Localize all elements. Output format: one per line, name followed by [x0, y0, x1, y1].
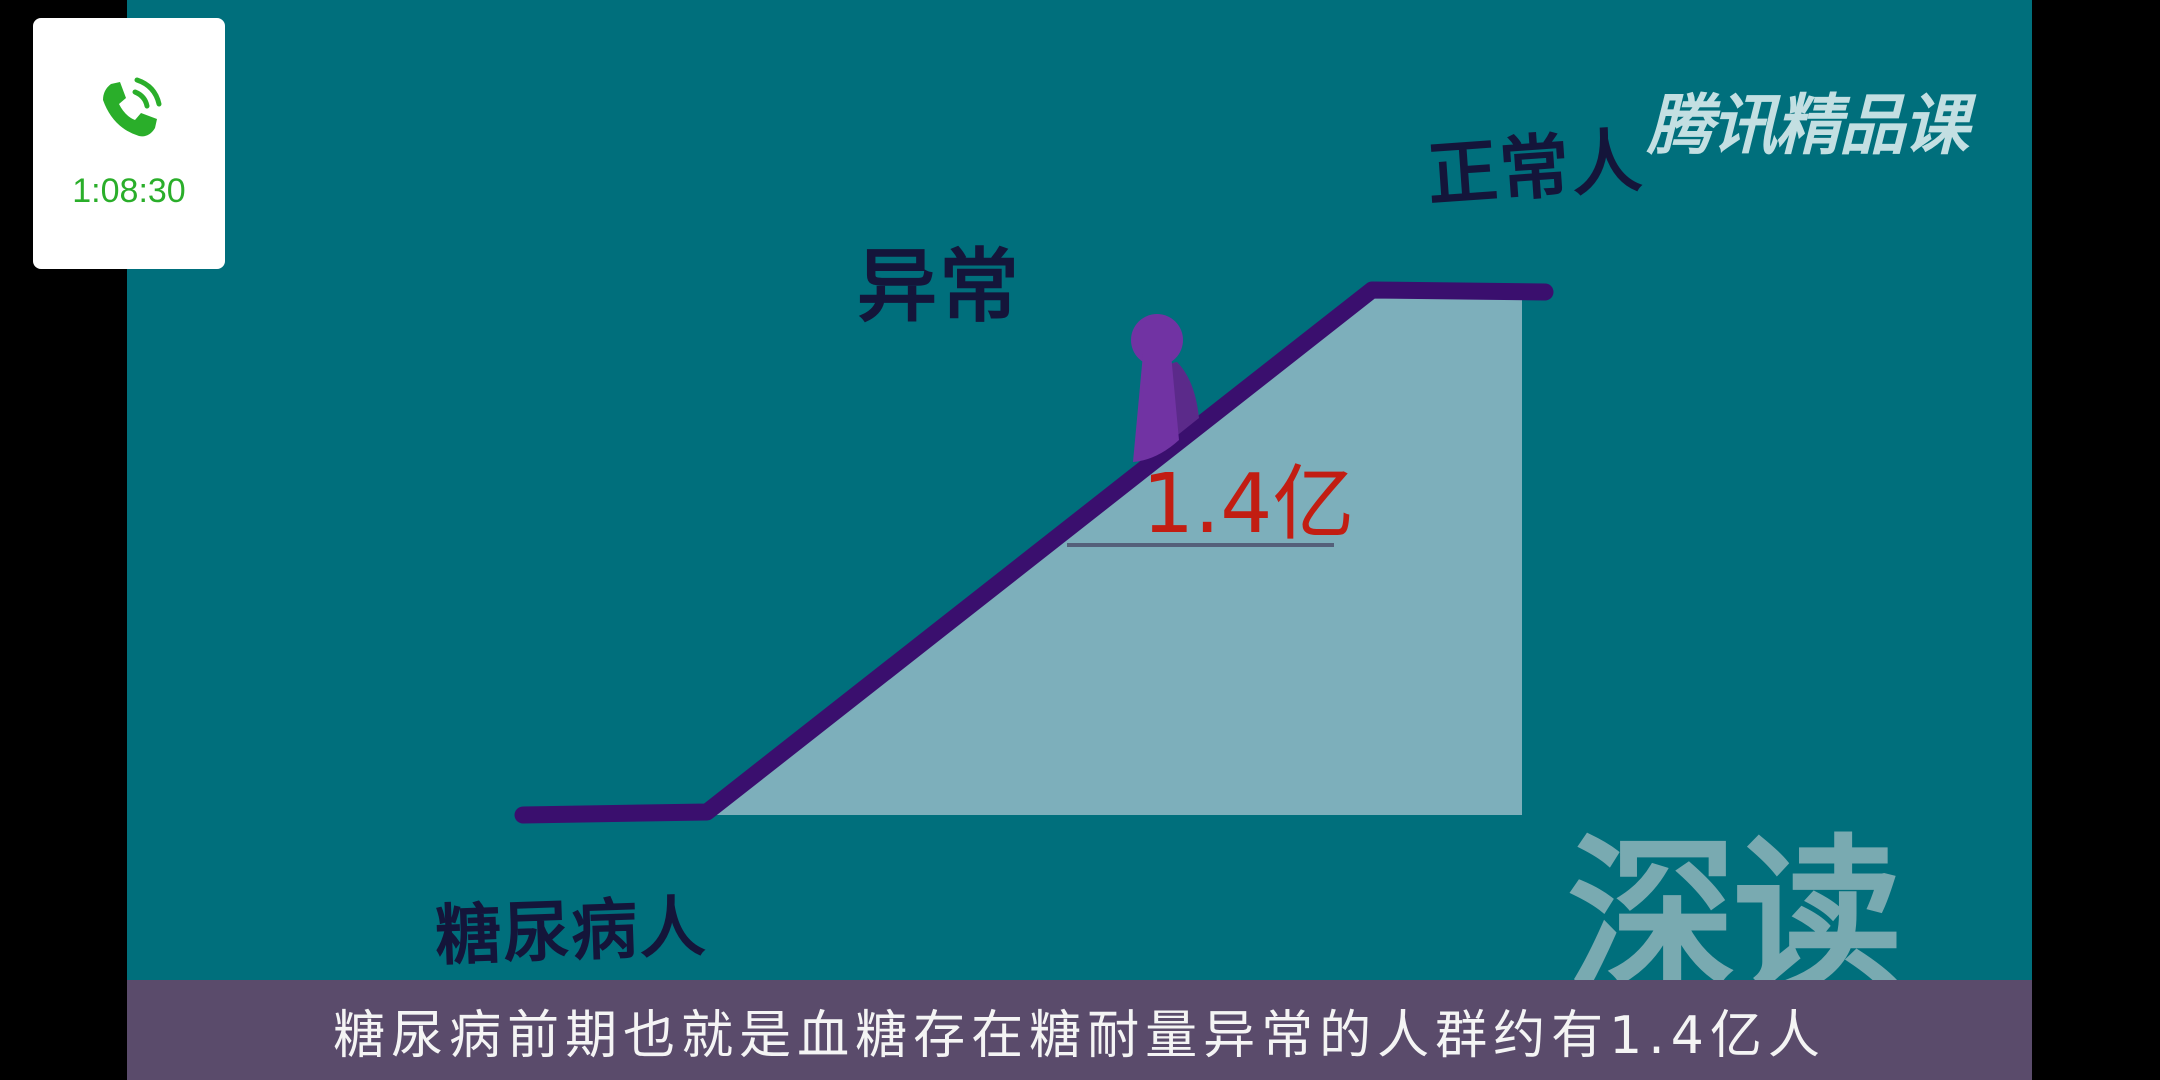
ramp-line: [514, 281, 1554, 824]
brand-logo: 腾讯精品课: [1647, 87, 1969, 164]
value-label: 1.4亿: [1142, 457, 1354, 552]
phone-icon: [103, 77, 162, 137]
ramp-fill: [707, 290, 1522, 815]
person-figure: [1131, 314, 1199, 462]
call-floating-widget[interactable]: 1:08:30: [33, 18, 225, 269]
label-normal: 正常人: [1424, 119, 1646, 217]
label-abnormal: 异常: [857, 240, 1021, 333]
subtitle-bar: 糖尿病前期也就是血糖存在糖耐量异常的人群约有1.4亿人: [127, 980, 2032, 1080]
ramp-illustration: 1.4亿: [514, 281, 1554, 824]
video-player[interactable]: 1.4亿 正常人 异常 糖尿病人 腾讯精品课 深读 糖尿病前期也就是血糖存在糖耐…: [127, 0, 2032, 1080]
label-diabetic: 糖尿病人: [433, 888, 709, 975]
subtitle-text: 糖尿病前期也就是血糖存在糖耐量异常的人群约有1.4亿人: [333, 1005, 1826, 1066]
call-timer: 1:08:30: [72, 172, 186, 210]
